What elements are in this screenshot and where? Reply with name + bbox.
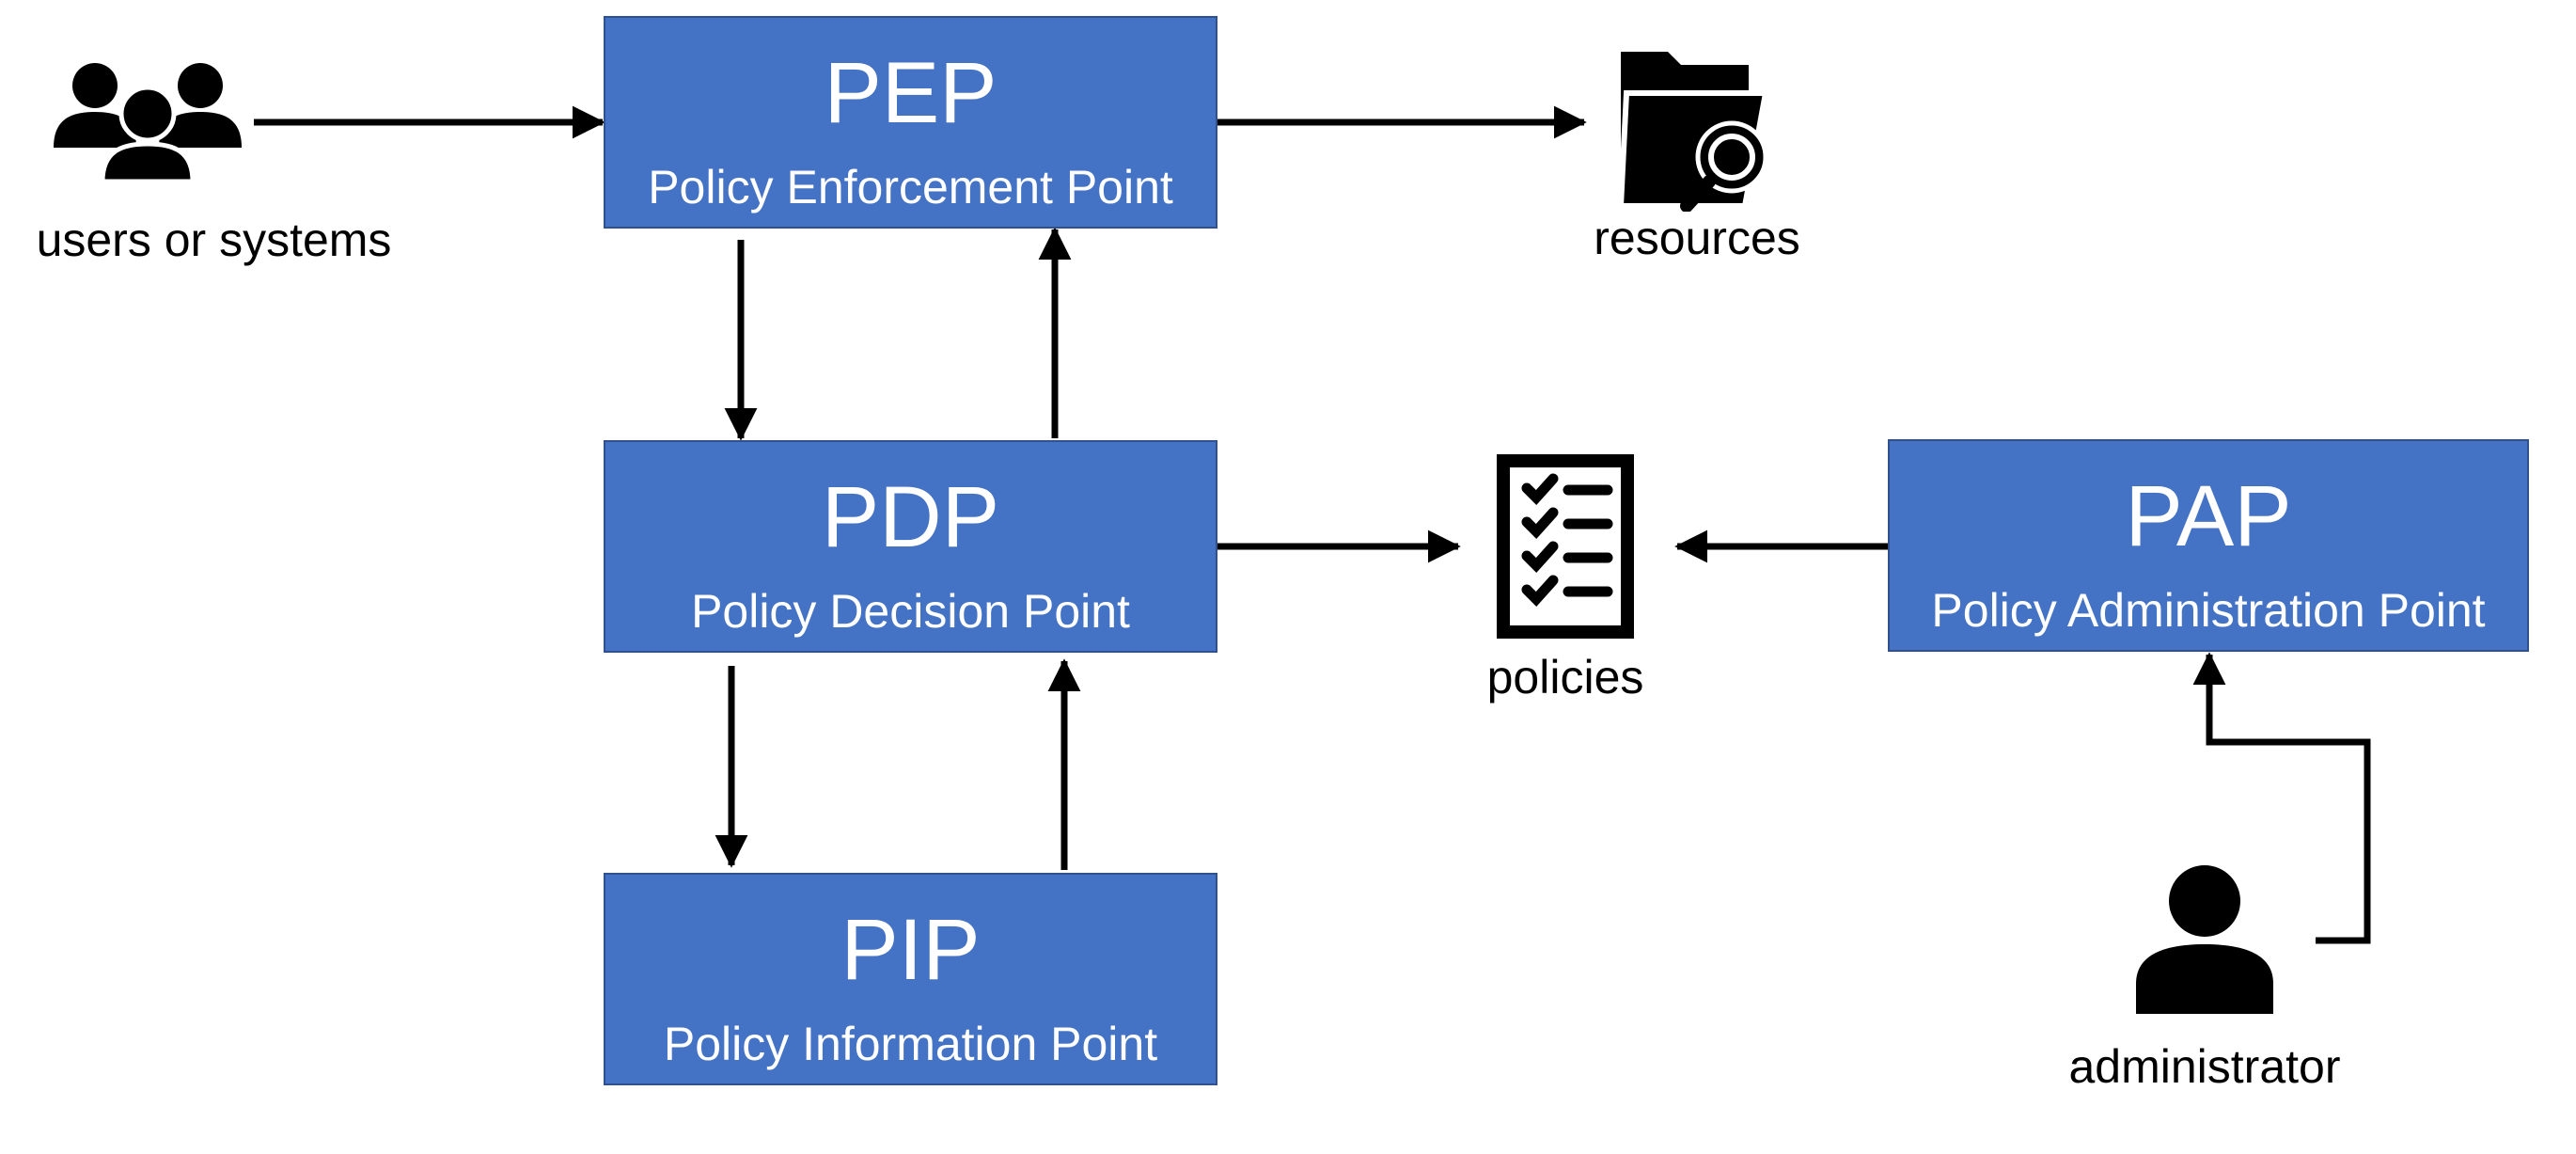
pep-box: PEP Policy Enforcement Point <box>604 16 1217 229</box>
policies-label: policies <box>1486 651 1644 703</box>
users-group-icon <box>54 63 242 183</box>
pdp-full-name: Policy Decision Point <box>691 585 1130 638</box>
pip-full-name: Policy Information Point <box>663 1018 1158 1070</box>
pap-box: PAP Policy Administration Point <box>1888 439 2529 652</box>
pip-abbreviation: PIP <box>840 902 981 998</box>
administrator-label: administrator <box>2068 1040 2341 1093</box>
pep-full-name: Policy Enforcement Point <box>648 161 1173 213</box>
folder-search-icon <box>1617 52 1769 212</box>
resources-label: resources <box>1594 212 1800 264</box>
person-icon <box>2136 865 2273 1014</box>
pap-abbreviation: PAP <box>2125 468 2292 564</box>
pdp-abbreviation: PDP <box>821 469 1000 565</box>
pap-full-name: Policy Administration Point <box>1931 584 2486 637</box>
arrow-administrator-to-pap <box>2192 652 2371 944</box>
users-label: users or systems <box>36 213 392 266</box>
pdp-box: PDP Policy Decision Point <box>604 440 1217 653</box>
pip-box: PIP Policy Information Point <box>604 873 1217 1085</box>
pep-abbreviation: PEP <box>824 45 997 141</box>
checklist-icon <box>1497 454 1634 639</box>
